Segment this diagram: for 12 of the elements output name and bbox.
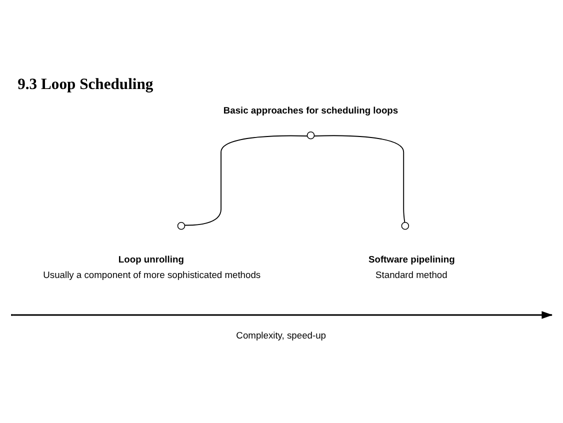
node-circle bbox=[177, 221, 186, 230]
node-label: Loop unrolling bbox=[118, 254, 184, 264]
label: Complexity, speed-up bbox=[236, 330, 326, 340]
diagram-title: 9.3 Loop Scheduling bbox=[18, 75, 154, 92]
node-circle bbox=[306, 130, 315, 139]
connector bbox=[184, 134, 308, 226]
connector bbox=[314, 134, 406, 222]
node-label: Software pipelining bbox=[368, 254, 455, 264]
node-circle bbox=[401, 221, 410, 230]
node-label: Usually a component of more sophisticated methods bbox=[43, 270, 261, 280]
node-label: Basic approaches for scheduling loops bbox=[223, 105, 398, 116]
node-label: Standard method bbox=[376, 270, 448, 280]
